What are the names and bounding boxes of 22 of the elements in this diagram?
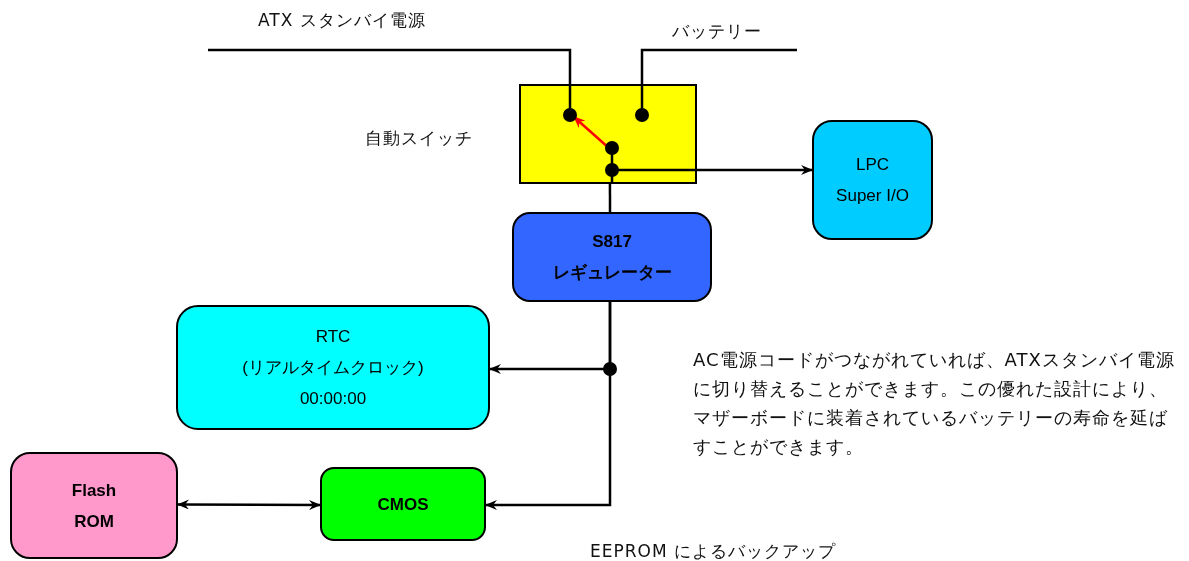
memory-box — [10, 452, 178, 559]
connector-line — [208, 48, 572, 84]
node-label: RTC (リアルタイムクロック) 00:00:00 — [241, 326, 425, 410]
arrow — [485, 302, 612, 511]
regulator-box — [512, 212, 712, 302]
connector-line — [640, 48, 797, 84]
note-text: AC電源コードがつながれていれば、ATXスタンバイ電源に切り替えることができます。この優れた設計により、マザーボードに装着されているバッテリーの寿命を延ばすことができます。 — [693, 348, 1176, 459]
node-label: Flash ROM — [70, 479, 118, 533]
supply-label: ATX スタンバイ電源 — [258, 9, 426, 32]
arrow — [177, 499, 321, 510]
memory-box — [320, 467, 486, 541]
chip-box — [812, 120, 933, 240]
clock-box — [176, 305, 490, 430]
arrow — [697, 165, 813, 175]
node-label: CMOS — [377, 493, 429, 516]
connector-line — [608, 184, 612, 212]
node-caption: 自動スイッチ — [365, 127, 473, 150]
switch-box — [519, 84, 697, 184]
caption-text: EEPROM によるバックアップ — [590, 540, 836, 561]
battery-label: バッテリー — [672, 20, 762, 43]
node-label: S817 レギュレーター — [551, 231, 673, 284]
node-label: LPC Super I/O — [835, 154, 910, 207]
